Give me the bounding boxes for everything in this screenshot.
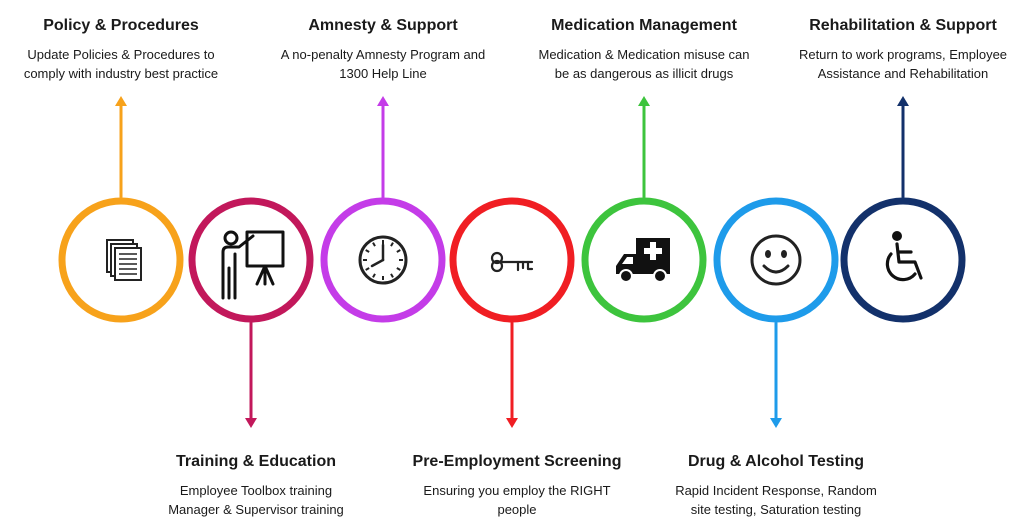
arrow-up-icon: [638, 96, 650, 106]
step-label-policy: Policy & Procedures Update Policies & Pr…: [0, 16, 251, 83]
ambulance-icon: [616, 238, 670, 283]
arrow-up-icon: [897, 96, 909, 106]
presenter-icon: [221, 230, 285, 300]
step-ring: [840, 197, 966, 323]
documents-icon: [106, 239, 142, 281]
step-node: [58, 96, 184, 323]
arrow-down-icon: [506, 418, 518, 428]
clock-icon: [358, 235, 408, 285]
step-title: Medication Management: [551, 17, 737, 34]
smiley-icon: [750, 234, 802, 286]
step-title: Amnesty & Support: [308, 17, 458, 34]
step-description: A no-penalty Amnesty Program and 1300 He…: [280, 47, 486, 81]
step-description: Return to work programs, Employee Assist…: [798, 47, 1008, 81]
step-node: [188, 197, 314, 428]
arrow-up-icon: [115, 96, 127, 106]
step-label-testing: Drug & Alcohol Testing Rapid Incident Re…: [646, 452, 906, 519]
step-ring: [713, 197, 839, 323]
step-title: Training & Education: [175, 453, 336, 470]
step-title: Policy & Procedures: [43, 17, 199, 34]
step-description: Rapid Incident Response, Random site tes…: [675, 483, 877, 517]
step-ring: [449, 197, 575, 323]
step-ring: [188, 197, 314, 323]
step-title: Pre-Employment Screening: [412, 453, 622, 470]
step-label-medication: Medication Management Medication & Medic…: [514, 16, 774, 83]
step-title: Rehabilitation & Support: [809, 17, 997, 34]
step-node: [449, 197, 575, 428]
arrow-down-icon: [770, 418, 782, 428]
step-node: [320, 96, 446, 323]
arrow-up-icon: [377, 96, 389, 106]
step-label-amnesty: Amnesty & Support A no-penalty Amnesty P…: [253, 16, 513, 83]
step-node: [581, 96, 707, 323]
step-label-screening: Pre-Employment Screening Ensuring you em…: [387, 452, 647, 519]
step-description: Ensuring you employ the RIGHT people: [423, 483, 611, 517]
wheelchair-icon: [885, 231, 923, 282]
step-description: Medication & Medication misuse can be as…: [538, 47, 750, 81]
step-label-rehabilitation: Rehabilitation & Support Return to work …: [773, 16, 1024, 83]
step-description: Update Policies & Procedures to comply w…: [23, 47, 219, 81]
step-description: Employee Toolbox training Manager & Supe…: [168, 483, 344, 517]
step-title: Drug & Alcohol Testing: [688, 453, 864, 470]
step-label-training: Training & Education Employee Toolbox tr…: [126, 452, 386, 519]
step-node: [840, 96, 966, 323]
arrow-down-icon: [245, 418, 257, 428]
step-node: [713, 197, 839, 428]
key-icon: [490, 251, 534, 273]
